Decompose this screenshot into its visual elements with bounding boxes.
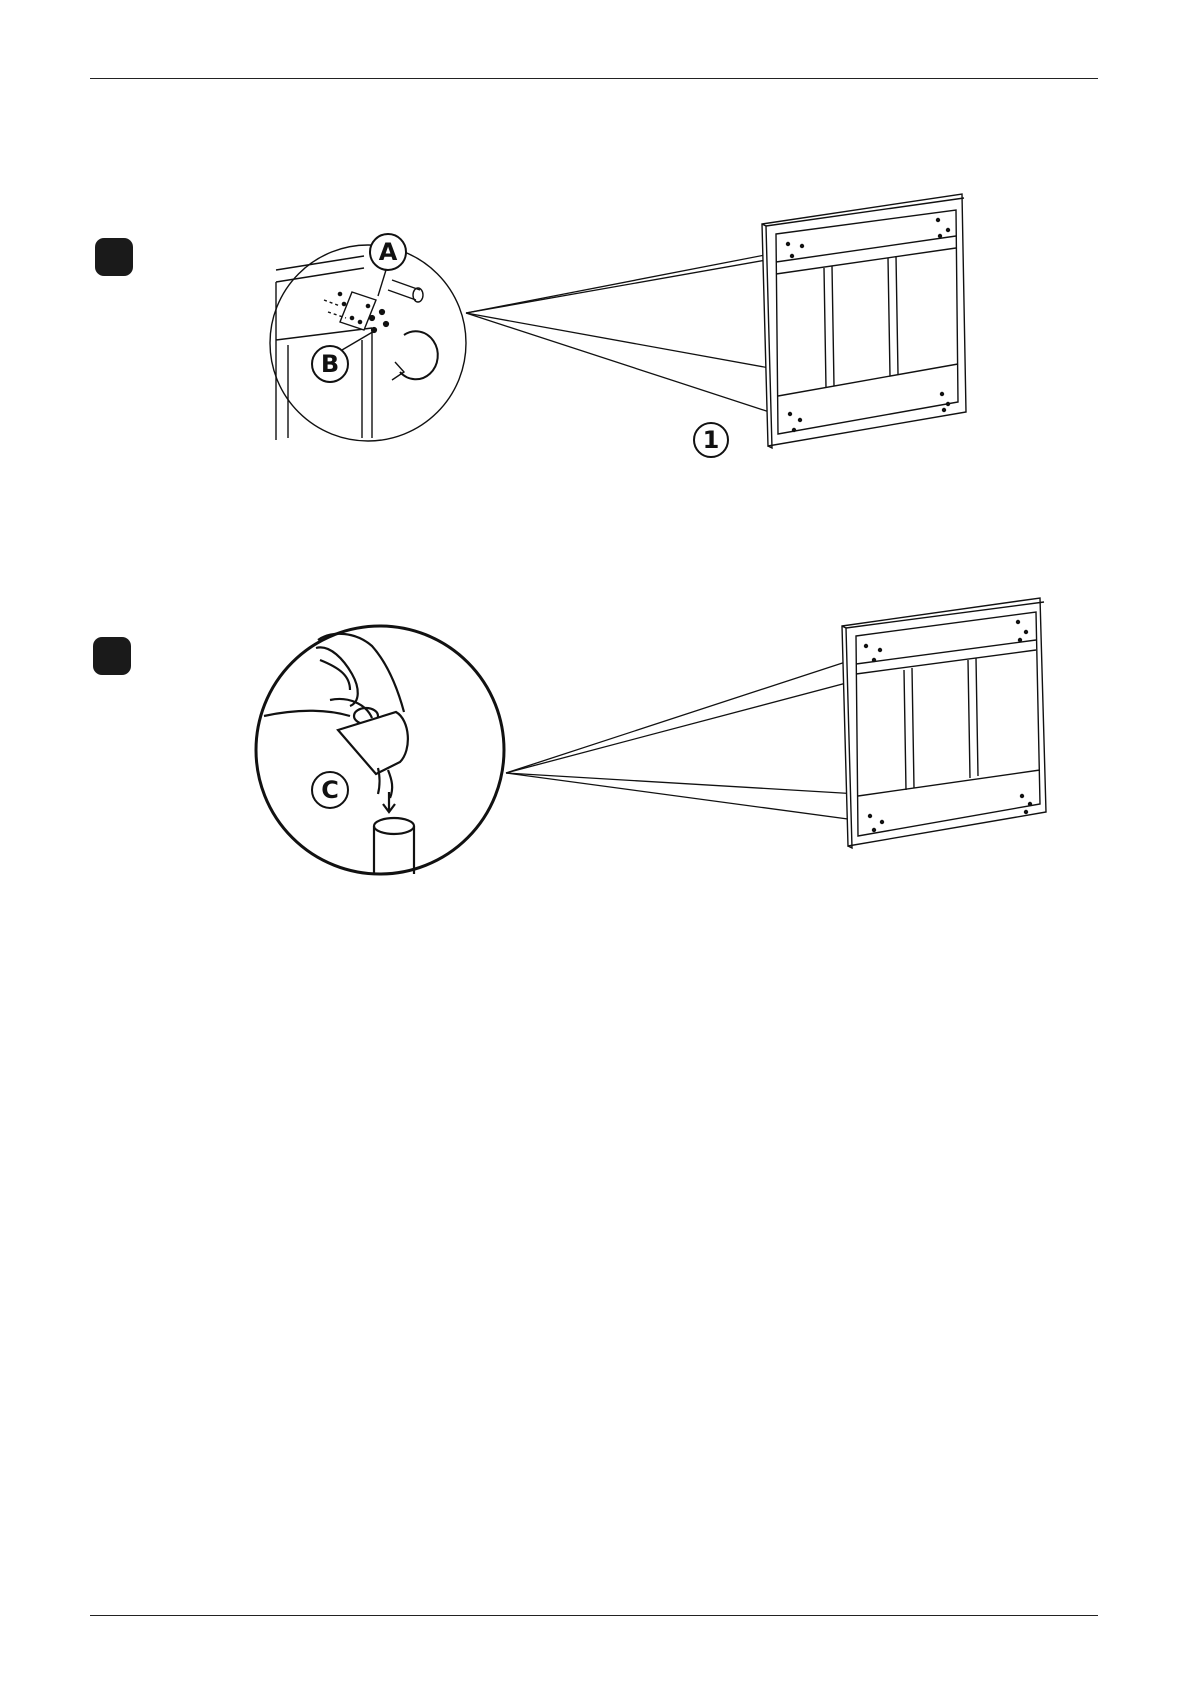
frame-panel-1 (762, 194, 966, 448)
callout-c-label: C (321, 776, 339, 804)
frame-panel-2 (842, 598, 1046, 848)
detail-circle-bracket (270, 245, 466, 441)
step-1-illustration: A B (0, 180, 1192, 480)
part-number-callout: 1 (694, 423, 728, 457)
header-rule (90, 78, 1098, 79)
callout-b-label: B (321, 350, 339, 378)
glue-detail-circle (256, 626, 504, 874)
footer-rule (90, 1615, 1098, 1616)
callout-c: C (312, 772, 348, 808)
part-number-label: 1 (703, 426, 720, 454)
step-2-illustration: C (0, 590, 1192, 890)
callout-a-label: A (379, 238, 398, 266)
